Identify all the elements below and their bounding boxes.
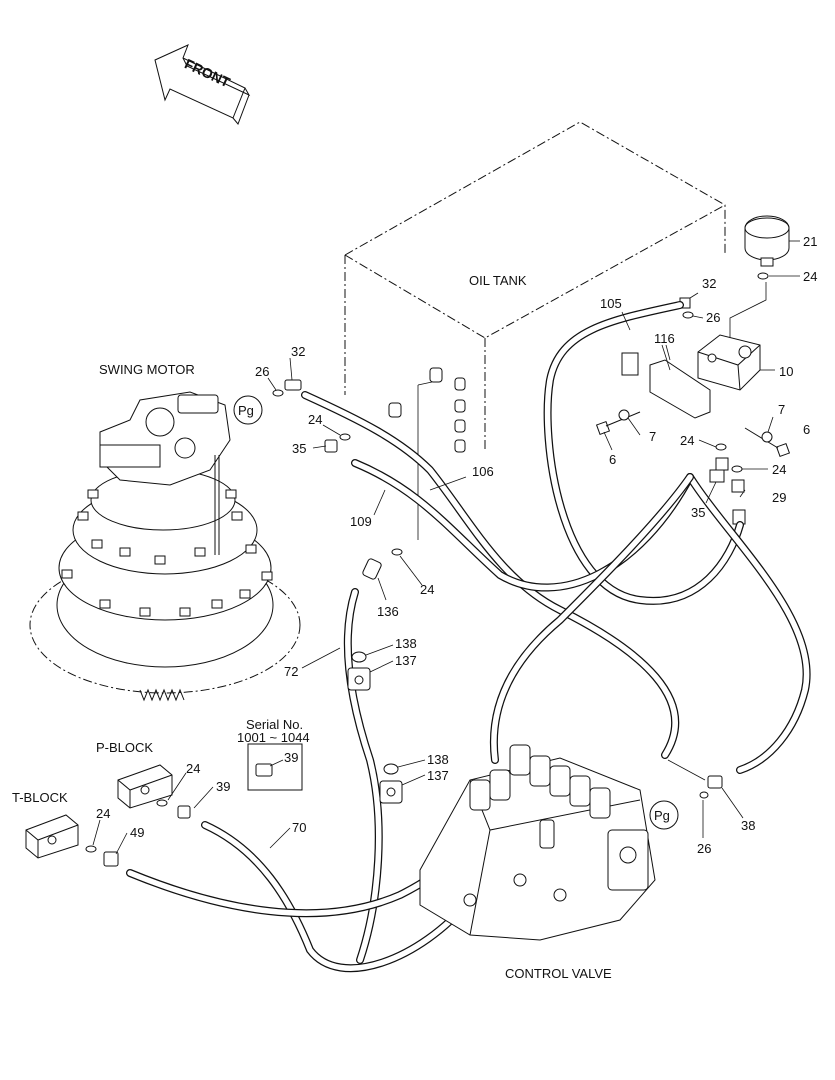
swing-motor: SWING MOTOR bbox=[29, 362, 301, 702]
part-number: 24 bbox=[803, 269, 817, 284]
part-number: 7 bbox=[649, 429, 656, 444]
serial-title: Serial No. bbox=[246, 717, 303, 732]
gauge-port-label: Pg bbox=[654, 808, 670, 823]
part-number: 138 bbox=[427, 752, 449, 767]
part-number: 29 bbox=[772, 490, 786, 505]
part-number: 70 bbox=[292, 820, 306, 835]
part-number: 26 bbox=[706, 310, 720, 325]
part-number: 136 bbox=[377, 604, 399, 619]
t-block: T-BLOCK bbox=[12, 790, 119, 867]
part-number: 6 bbox=[609, 452, 616, 467]
clamps bbox=[347, 651, 403, 804]
part-number: 137 bbox=[395, 653, 417, 668]
control-valve-label: CONTROL VALVE bbox=[505, 966, 612, 981]
bolts-7-6 bbox=[595, 409, 791, 458]
part-number: 72 bbox=[284, 664, 298, 679]
part-number: 137 bbox=[427, 768, 449, 783]
mounting-bracket bbox=[621, 344, 711, 419]
part-number-labels: 21 24 32 26 105 116 10 7 7 6 6 24 24 29 … bbox=[96, 234, 817, 856]
part-number: 6 bbox=[803, 422, 810, 437]
part-number: 32 bbox=[702, 276, 716, 291]
swing-motor-label: SWING MOTOR bbox=[99, 362, 195, 377]
part-number: 24 bbox=[96, 806, 110, 821]
oil-tank: OIL TANK bbox=[344, 121, 726, 450]
part-number: 105 bbox=[600, 296, 622, 311]
part-number: 49 bbox=[130, 825, 144, 840]
serial-box: Serial No. 1001 ~ 1044 bbox=[237, 717, 310, 791]
p-block-label: P-BLOCK bbox=[96, 740, 153, 755]
part-number: 39 bbox=[216, 779, 230, 794]
t-block-label: T-BLOCK bbox=[12, 790, 68, 805]
part-number: 24 bbox=[420, 582, 434, 597]
part-number: 35 bbox=[691, 505, 705, 520]
part-number: 24 bbox=[772, 462, 786, 477]
part-number: 24 bbox=[308, 412, 322, 427]
valve-block bbox=[697, 282, 775, 391]
part-number: 138 bbox=[395, 636, 417, 651]
part-number: 106 bbox=[472, 464, 494, 479]
oil-tank-label: OIL TANK bbox=[469, 273, 527, 288]
part-number: 24 bbox=[186, 761, 200, 776]
part-number: 32 bbox=[291, 344, 305, 359]
part-number: 109 bbox=[350, 514, 372, 529]
part-number: 10 bbox=[779, 364, 793, 379]
gauge-port-motor: Pg bbox=[233, 395, 263, 425]
part-number: 116 bbox=[654, 331, 675, 346]
part-number: 38 bbox=[741, 818, 755, 833]
part-number: 7 bbox=[778, 402, 785, 417]
gauge-port-label: Pg bbox=[238, 403, 254, 418]
hoses bbox=[126, 301, 811, 973]
leader-lines bbox=[92, 292, 774, 855]
serial-range: 1001 ~ 1044 bbox=[237, 730, 310, 745]
gauge-port-valve: Pg bbox=[649, 800, 679, 830]
part-number: 39 bbox=[284, 750, 298, 765]
part-number: 35 bbox=[292, 441, 306, 456]
tank-ports bbox=[388, 367, 466, 540]
right-fittings bbox=[679, 297, 746, 525]
lower-right-fittings bbox=[667, 759, 723, 838]
motor-fittings bbox=[272, 379, 403, 580]
part-number: 26 bbox=[697, 841, 711, 856]
accumulator bbox=[744, 215, 800, 280]
part-number: 21 bbox=[803, 234, 817, 249]
part-number: 24 bbox=[680, 433, 694, 448]
part-number: 26 bbox=[255, 364, 269, 379]
control-valve: CONTROL VALVE bbox=[419, 744, 656, 981]
front-arrow: FRONT bbox=[154, 44, 251, 125]
p-block: P-BLOCK bbox=[96, 740, 191, 819]
motor-bolts bbox=[61, 489, 273, 617]
